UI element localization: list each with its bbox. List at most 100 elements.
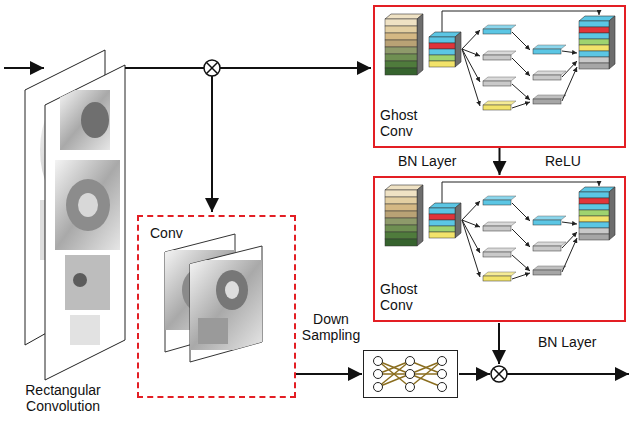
node-label: Ghost Conv <box>380 281 434 313</box>
drawing-part <box>533 220 561 225</box>
drawing-part <box>66 179 110 231</box>
drawing-part <box>385 190 417 197</box>
drawing-part <box>206 62 217 73</box>
drawing-part <box>410 361 442 374</box>
drawing-part <box>533 71 566 75</box>
drawing-part <box>533 75 561 80</box>
drawing-part <box>190 260 262 350</box>
drawing-part <box>462 49 480 106</box>
drawing-part <box>417 14 423 75</box>
drawing-part <box>429 49 455 55</box>
drawing-part <box>385 26 417 33</box>
main-line <box>220 67 371 69</box>
drawing-part <box>438 383 447 392</box>
text-wrap: Down Sampling <box>300 311 362 343</box>
ghost-conv-art <box>385 11 615 110</box>
drawing-part <box>385 197 417 204</box>
drawing-part <box>429 232 455 238</box>
drawing-part <box>483 200 511 205</box>
drawing-part <box>579 21 609 27</box>
downsampling-box: Down Sampling <box>363 350 458 398</box>
drawing-part <box>483 252 511 257</box>
ghost-module-box: Ghost Conv <box>373 176 626 322</box>
drawing-part <box>60 90 110 150</box>
drawing-part <box>438 370 447 379</box>
text-wrap: Ghost Conv <box>380 281 434 313</box>
drawing-part <box>442 11 599 32</box>
drawing-part <box>533 216 566 220</box>
figure-label: Rectangular Convolution <box>2 382 124 414</box>
branch-arrow <box>211 76 213 212</box>
connector-arrow <box>499 148 501 175</box>
drawing-part <box>190 246 262 362</box>
multiply-symbol <box>204 60 220 76</box>
drawing-part <box>512 102 530 108</box>
drawing-part <box>512 32 530 50</box>
drawing-part <box>579 210 609 216</box>
drawing-part <box>483 105 511 110</box>
drawing-part <box>533 270 561 275</box>
drawing-part <box>533 49 561 54</box>
input-arrow <box>4 67 44 69</box>
drawing-part <box>378 374 410 387</box>
drawing-part <box>483 29 511 34</box>
node-label: Ghost Conv <box>380 107 434 139</box>
drawing-part <box>455 203 461 238</box>
drawing-part <box>562 222 577 224</box>
drawing-part <box>579 63 609 69</box>
drawing-part <box>562 61 577 77</box>
drawing-part <box>512 273 530 279</box>
drawing-part <box>429 208 455 214</box>
drawing-part <box>385 211 417 218</box>
drawing-part <box>55 160 120 250</box>
drawing-part <box>406 357 415 366</box>
conv-images <box>165 234 262 362</box>
drawing-part <box>512 58 530 76</box>
drawing-part <box>385 204 417 211</box>
drawing-part <box>198 318 228 344</box>
drawing-part <box>491 366 507 382</box>
ghost-conv-art <box>385 182 615 281</box>
drawing-part <box>216 270 248 310</box>
drawing-part <box>385 14 423 19</box>
drawing-part <box>385 19 417 26</box>
drawing-part <box>385 68 417 75</box>
drawing-part <box>579 228 609 234</box>
drawing-part <box>483 101 516 105</box>
drawing-part <box>483 81 511 86</box>
layer-label: BN Layer <box>538 334 596 350</box>
drawing-part <box>438 357 447 366</box>
drawing-part <box>65 255 110 310</box>
drawing-part <box>417 185 423 246</box>
drawing-part <box>462 201 480 220</box>
drawing-part <box>609 187 615 240</box>
drawing-part <box>562 51 577 53</box>
drawing-part <box>406 370 415 379</box>
graph-nodes <box>374 357 447 392</box>
drawing-part <box>73 273 87 287</box>
drawing-part <box>483 272 516 276</box>
drawing-part <box>483 196 516 200</box>
drawing-part <box>579 234 609 240</box>
drawing-part <box>579 45 609 51</box>
drawing-part <box>204 60 220 76</box>
drawing-part <box>385 54 417 61</box>
drawing-part <box>225 281 239 299</box>
drawing-part <box>483 51 516 55</box>
drawing-part <box>385 47 417 54</box>
drawing-part <box>78 193 98 217</box>
drawing-part <box>45 65 125 380</box>
drawing-part <box>429 43 455 49</box>
drawing-part <box>483 77 516 81</box>
drawing-part <box>609 16 615 69</box>
drawing-part <box>385 185 423 190</box>
conv-box: Conv <box>137 215 296 398</box>
drawing-part <box>512 84 530 100</box>
drawing-part <box>512 203 530 221</box>
drawing-part <box>579 39 609 45</box>
drawing-part <box>512 255 530 271</box>
drawing-part <box>385 225 417 232</box>
